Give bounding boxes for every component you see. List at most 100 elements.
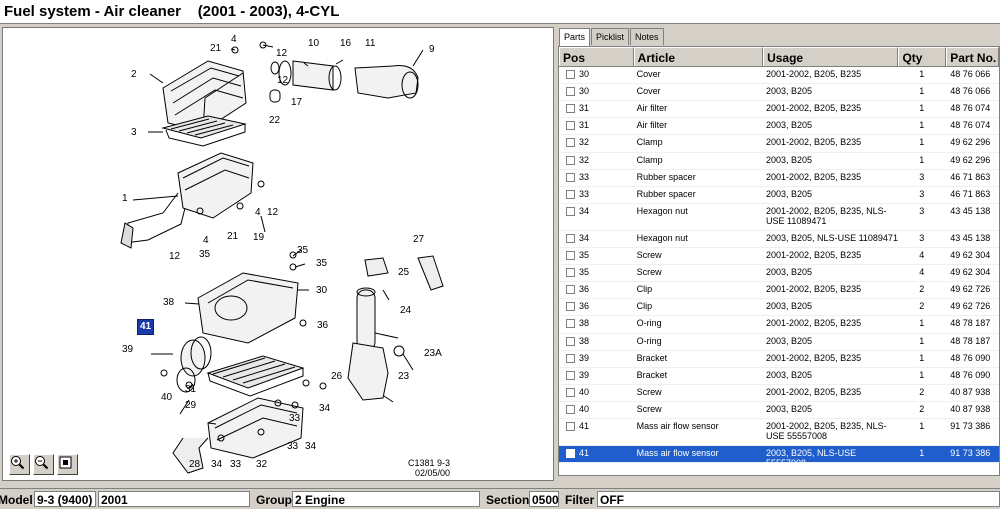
callout-27[interactable]: 27 <box>413 234 425 245</box>
row-checkbox[interactable] <box>566 387 575 397</box>
callout-16[interactable]: 16 <box>340 38 352 49</box>
column-header-usage[interactable]: Usage <box>763 47 899 66</box>
callout-36[interactable]: 36 <box>317 320 329 331</box>
callout-30[interactable]: 30 <box>316 285 328 296</box>
callout-35c[interactable]: 35 <box>199 249 211 260</box>
tab-picklist[interactable]: Picklist <box>591 28 630 45</box>
tab-parts[interactable]: Parts <box>559 28 591 46</box>
row-checkbox[interactable] <box>566 172 575 182</box>
callout-35[interactable]: 35 <box>297 245 309 256</box>
row-checkbox[interactable] <box>566 336 575 346</box>
callout-4b[interactable]: 4 <box>255 207 261 218</box>
zoom-fit-button[interactable] <box>57 454 78 475</box>
row-checkbox[interactable] <box>566 87 575 97</box>
callout-38[interactable]: 38 <box>163 297 175 308</box>
callout-33c[interactable]: 33 <box>287 441 299 452</box>
callout-34c[interactable]: 34 <box>305 441 317 452</box>
row-checkbox[interactable] <box>566 206 575 216</box>
row-checkbox[interactable] <box>566 404 575 414</box>
row-checkbox[interactable] <box>566 104 575 114</box>
row-checkbox[interactable] <box>566 319 575 329</box>
row-checkbox[interactable] <box>566 121 575 131</box>
row-checkbox[interactable] <box>566 189 575 199</box>
callout-21b[interactable]: 21 <box>227 231 239 242</box>
callout-33[interactable]: 33 <box>289 413 301 424</box>
column-header-pos[interactable]: Pos <box>559 47 634 66</box>
zoom-in-button[interactable] <box>9 454 30 475</box>
callout-28[interactable]: 28 <box>189 459 201 470</box>
zoom-out-button[interactable] <box>33 454 54 475</box>
column-header-part-no[interactable]: Part No. <box>946 47 999 66</box>
row-checkbox[interactable] <box>566 155 575 165</box>
callout-1[interactable]: 1 <box>122 193 128 204</box>
callout-4c[interactable]: 4 <box>203 235 209 246</box>
callout-34[interactable]: 34 <box>319 403 331 414</box>
row-checkbox[interactable] <box>566 285 575 295</box>
callout-12b[interactable]: 12 <box>267 207 279 218</box>
callout-22[interactable]: 22 <box>269 115 281 126</box>
callout-12d[interactable]: 12 <box>277 75 289 86</box>
callout-32[interactable]: 32 <box>256 459 268 470</box>
callout-10[interactable]: 10 <box>308 38 320 49</box>
tab-notes[interactable]: Notes <box>630 28 664 45</box>
callout-41-selected[interactable]: 41 <box>137 319 155 335</box>
callout-34b[interactable]: 34 <box>211 459 223 470</box>
callout-23[interactable]: 23 <box>398 371 410 382</box>
row-checkbox[interactable] <box>566 138 575 148</box>
parts-diagram[interactable]: 21 4 12 10 16 11 9 2 17 22 3 1 4 12 21 1… <box>2 27 554 481</box>
callout-35b[interactable]: 35 <box>316 258 328 269</box>
row-checkbox[interactable] <box>566 422 575 432</box>
callout-23a[interactable]: 23A <box>424 348 442 359</box>
column-header-article[interactable]: Article <box>633 47 764 66</box>
row-checkbox[interactable] <box>566 250 575 260</box>
callout-3[interactable]: 3 <box>131 127 137 138</box>
callout-12c[interactable]: 12 <box>169 251 181 262</box>
callout-40[interactable]: 40 <box>161 392 173 403</box>
callout-12[interactable]: 12 <box>276 48 288 59</box>
callout-26[interactable]: 26 <box>331 371 343 382</box>
row-checkbox[interactable] <box>566 449 575 459</box>
callout-9[interactable]: 9 <box>429 44 435 55</box>
callout-11[interactable]: 11 <box>365 38 376 49</box>
row-checkbox[interactable] <box>566 233 575 243</box>
callout-33b[interactable]: 33 <box>230 459 242 470</box>
callout-39[interactable]: 39 <box>122 344 134 355</box>
row-checkbox[interactable] <box>566 302 575 312</box>
callout-25[interactable]: 25 <box>398 267 410 278</box>
callout-19[interactable]: 19 <box>253 232 265 243</box>
callout-21[interactable]: 21 <box>210 43 222 54</box>
row-checkbox[interactable] <box>566 268 575 278</box>
callout-31[interactable]: 31 <box>185 384 197 395</box>
row-checkbox[interactable] <box>566 70 575 79</box>
callout-4[interactable]: 4 <box>231 34 237 45</box>
column-header-qty[interactable]: Qty <box>898 47 947 66</box>
callout-17[interactable]: 17 <box>291 97 303 108</box>
row-checkbox[interactable] <box>566 353 575 363</box>
callout-24[interactable]: 24 <box>400 305 412 316</box>
callout-2[interactable]: 2 <box>131 69 137 80</box>
row-checkbox[interactable] <box>566 370 575 380</box>
callout-29[interactable]: 29 <box>185 400 197 411</box>
